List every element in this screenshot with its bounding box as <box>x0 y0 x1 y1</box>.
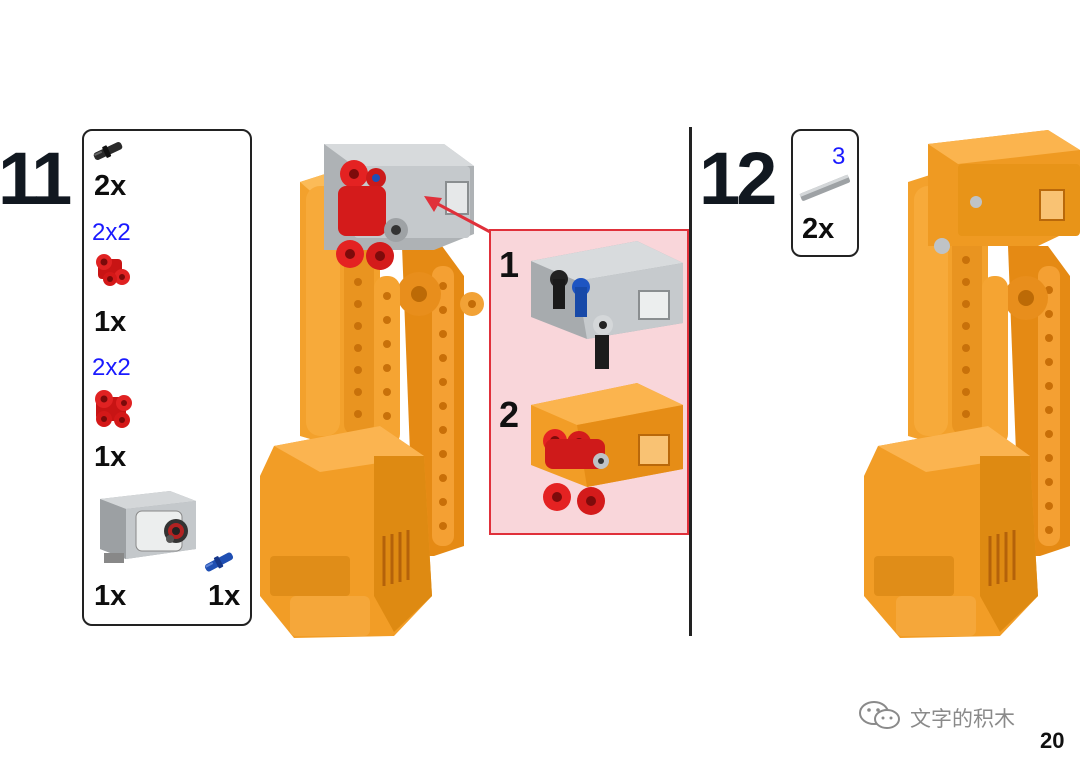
part-qty: 1x <box>94 580 127 612</box>
part-size-note: 2x2 <box>92 219 131 246</box>
step-divider <box>689 127 692 636</box>
gray-axle-icon <box>799 174 851 201</box>
step-12-parts-list: 3 2x <box>791 129 859 257</box>
black-connector-peg-icon <box>93 142 123 160</box>
part-qty: 2x <box>94 170 127 202</box>
substep-1-number: 1 <box>499 244 520 285</box>
callout-arrow <box>424 196 495 236</box>
red-double-cross-block-icon <box>95 390 132 428</box>
part-qty: 1x <box>208 580 241 612</box>
part-qty: 1x <box>94 306 127 338</box>
substep-2-illustration <box>531 383 683 515</box>
substep-callout: 1 2 <box>489 229 689 535</box>
part-qty: 1x <box>94 441 127 473</box>
step-11-parts-list: 2x 2x2 1x 2x2 1x 1x 1x <box>82 129 252 626</box>
ultrasonic-sensor-icon <box>100 491 196 563</box>
part-size-note: 3 <box>832 143 846 170</box>
step-11-model-illustration <box>260 144 484 638</box>
red-cross-block-icon <box>96 254 130 286</box>
part-size-note: 2x2 <box>92 354 131 381</box>
watermark-text: 文字的积木 <box>910 707 1015 731</box>
page-number: 20 <box>1040 728 1065 753</box>
substep-2-number: 2 <box>499 394 520 435</box>
part-qty: 2x <box>802 213 835 245</box>
step-11-number: 11 <box>0 137 72 220</box>
blue-axle-peg-icon <box>204 552 234 572</box>
wechat-logo-icon <box>859 701 900 729</box>
step-12-model-illustration <box>864 130 1080 638</box>
step-12-number: 12 <box>699 137 777 220</box>
substep-1-illustration <box>531 241 683 369</box>
